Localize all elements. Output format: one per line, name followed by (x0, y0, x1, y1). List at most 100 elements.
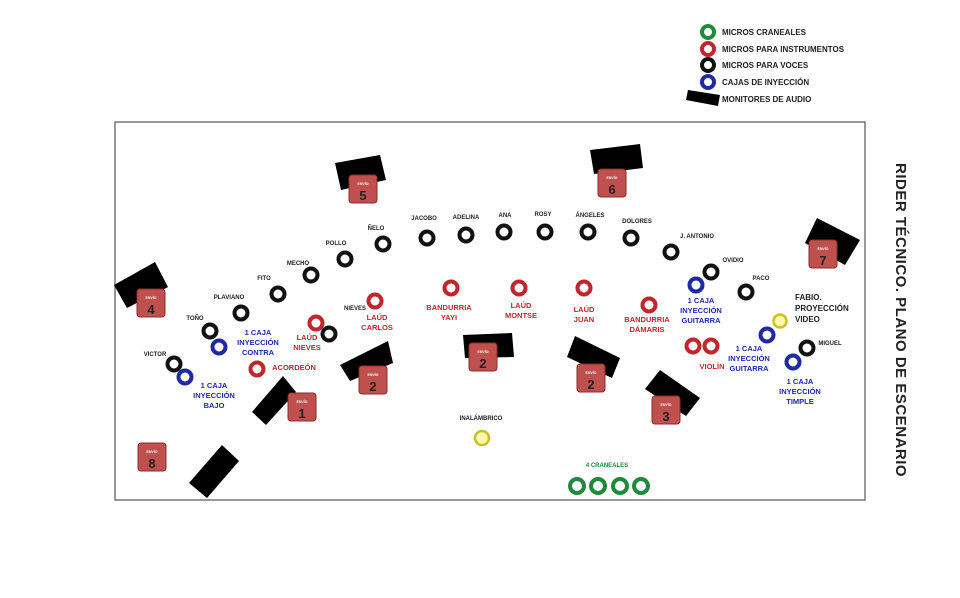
legend-di-box-icon (700, 74, 716, 90)
mic-ring-icon (201, 322, 219, 340)
label-text: 4 CRANEALES (586, 463, 628, 469)
label-text: OVIDIO (722, 258, 743, 264)
voice-mic: JACOBO (411, 216, 437, 247)
instrument-mics: LAÚD CARLOS BANDURRIA YAYI LAÚD MONTSE L… (248, 279, 725, 378)
envio-box: ENVÍO 6 (597, 168, 627, 198)
mic-ring-icon (684, 337, 702, 355)
label-text: INYECCIÓN (728, 354, 770, 363)
voice-mic: J. ANTONIO (662, 234, 714, 261)
mic-ring-icon (320, 325, 338, 343)
legend-voice-mic-icon (700, 57, 716, 73)
label-text: LAÚD (574, 305, 595, 314)
label-text: CARLOS (361, 323, 393, 332)
label-text: MIGUEL (818, 341, 842, 347)
label-text: DOLORES (622, 219, 652, 225)
label-text: 1 CAJA (201, 381, 228, 390)
label-text: POLLO (326, 241, 347, 247)
label-text: INYECCIÓN (193, 391, 235, 400)
voice-mics: JACOBO ADELINA ANA ROSY ÁNGELES DOLORES … (144, 212, 842, 373)
label-text: ENVÍO (661, 402, 672, 407)
label-text: DÁMARIS (630, 325, 665, 334)
instrument-mic: ACORDEÓN (248, 360, 316, 378)
cranial-mic (568, 477, 586, 495)
stage-area (114, 121, 866, 501)
voice-mic: DOLORES (622, 219, 652, 247)
mic-ring-icon (176, 368, 194, 386)
mic-ring-icon (374, 235, 392, 253)
label-text: TIMPLE (786, 397, 814, 406)
label-text: NIEVES (344, 306, 366, 312)
mic-ring-icon (662, 243, 680, 261)
label-text: INYECCIÓN (237, 338, 279, 347)
monitor-wedge (114, 262, 168, 308)
label-text: 1 CAJA (736, 344, 763, 353)
di-box: 1 CAJA INYECCIÓN CONTRA (210, 328, 279, 357)
label-text: JACOBO (411, 216, 437, 222)
instrument-mic: LAÚD JUAN (574, 279, 595, 324)
mic-ring-icon (536, 223, 554, 241)
voice-mic: PACO (737, 276, 770, 301)
mic-ring-icon (248, 360, 266, 378)
monitor-wedge (567, 336, 620, 378)
mic-ring-icon (798, 339, 816, 357)
voice-mic: POLLO (326, 241, 354, 268)
instrument-mic: BANDURRIA DÁMARIS (624, 296, 670, 334)
label-text: CONTRA (242, 348, 275, 357)
legend-label: CAJAS DE INYECCIÓN (722, 78, 809, 87)
legend-item-di: CAJAS DE INYECCIÓN (700, 74, 809, 90)
voice-mic: MIGUEL (798, 339, 842, 357)
voice-mic: TOÑO (186, 315, 219, 340)
legend-cranial-mic-icon (700, 24, 716, 40)
mic-ring-icon (758, 326, 776, 344)
label-text: 1 CAJA (245, 328, 272, 337)
label-text: ROSY (534, 212, 551, 218)
label-text: FITO (257, 276, 271, 282)
envio-box-shape (468, 342, 498, 372)
label-text: ENVÍO (607, 175, 618, 180)
label-text: BANDURRIA (624, 315, 670, 324)
mic-ring-icon (622, 229, 640, 247)
mic-ring-icon (772, 313, 788, 329)
voice-mic: ANA (495, 213, 513, 241)
label-text: BANDURRIA (426, 303, 472, 312)
voice-mic: FITO (257, 276, 287, 303)
mic-ring-icon (702, 263, 720, 281)
voice-mic: PLAVIANO (214, 295, 250, 322)
label-text: 6 (608, 182, 615, 197)
label-text: ENVÍO (147, 449, 158, 454)
envio-box-shape (287, 392, 317, 422)
voice-mic: ÁNGELES (575, 212, 605, 241)
label-text: YAYI (441, 313, 457, 322)
mic-ring-icon (473, 429, 491, 447)
monitor-wedge (252, 376, 296, 425)
label-text: ENVÍO (478, 349, 489, 354)
label-text: 1 CAJA (787, 377, 814, 386)
di-box: 1 CAJA INYECCIÓN GUITARRA (728, 326, 776, 373)
mic-ring-icon (575, 279, 593, 297)
mic-ring-icon (165, 355, 183, 373)
mic-ring-icon (302, 266, 320, 284)
envio-box-shape (136, 288, 166, 318)
label-text: MECHO (287, 261, 310, 267)
label-text: 4 (147, 302, 155, 317)
mic-ring-icon (307, 314, 325, 332)
label-text: LAÚD (367, 313, 388, 322)
voice-mic: VICTOR (144, 352, 183, 373)
label-text: ENVÍO (586, 370, 597, 375)
cranial-mic (632, 477, 650, 495)
mic-ring-icon (702, 337, 720, 355)
label-text: ÑELO (368, 225, 385, 232)
mic-ring-icon (269, 285, 287, 303)
label-text: 8 (148, 456, 155, 471)
label-text: ENVÍO (368, 372, 379, 377)
label-text: ÁNGELES (575, 212, 604, 219)
instrument-mic: BANDURRIA YAYI (426, 279, 472, 322)
monitor-wedge (340, 341, 393, 381)
label-text: VIOLÍN (699, 362, 724, 371)
